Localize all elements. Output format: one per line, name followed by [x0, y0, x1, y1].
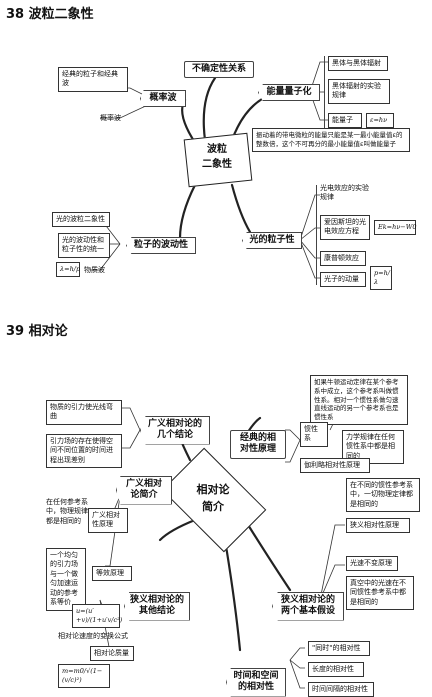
leaf-energy-quantum: 能量子 — [328, 113, 362, 129]
leaf-blackbody-law: 黑体辐射的实验规律 — [328, 79, 390, 104]
note-inertial-frame: 如果牛顿运动定律在某个参考系中成立，这个参考系叫做惯性系。相对一个惯性系做匀速直… — [310, 375, 408, 425]
topic-classical-relativity: 经典的相对性原理 — [230, 430, 286, 459]
leaf-wave-particle-duality: 光的波粒二象性 — [52, 212, 110, 228]
topic-light-particle: 光的粒子性 — [242, 232, 302, 250]
topic-particle-wave: 粒子的波动性 — [126, 237, 196, 255]
leaf-length-relativity: 长度的相对性 — [308, 662, 364, 678]
leaf-equivalence-principle: 等效原理 — [92, 566, 132, 582]
leaf-gravity-time-difference: 引力场的存在使得空间不同位置的时间进程出现差别 — [46, 434, 122, 469]
topic-general-relativity-conclusions: 广义相对论的几个结论 — [140, 416, 210, 445]
leaf-time-interval: 时间间隔的相对性 — [308, 682, 374, 697]
bracket-quantization — [324, 56, 325, 136]
section-title-38: 38 波粒二象性 — [6, 7, 94, 22]
leaf-blackbody: 黑体与黑体辐射 — [328, 56, 388, 72]
bracket-particle — [316, 185, 317, 285]
formula-velocity-transform: u=(u′+v)/(1+u′v/c²) — [72, 604, 122, 628]
leaf-general-relativity-principle: 广义相对性原理 — [88, 508, 128, 533]
leaf-photoelectric-law: 光电效应的实验规律 — [320, 184, 369, 202]
leaf-galilean-relativity: 伽利略相对性原理 — [300, 458, 370, 474]
topic-uncertainty: 不确定性关系 — [184, 61, 254, 79]
leaf-gravity-bends-light: 物质的引力使光线弯曲 — [46, 400, 122, 425]
formula-einstein: Ek=hν−W0 — [374, 220, 417, 235]
topic-special-relativity-postulates: 狭义相对论的两个基本假设 — [272, 592, 344, 621]
formula-matter-wave: λ=h/p — [56, 262, 80, 277]
formula-energy-quantum: ε=hν — [366, 113, 394, 128]
leaf-constant-light-speed: 光速不变原理 — [346, 556, 398, 572]
leaf-physics-laws-same: 在任何参考系中，物理规律都是相同的 — [46, 498, 88, 525]
topic-probability-wave: 概率波 — [140, 90, 186, 108]
topic-special-relativity-conclusions: 狭义相对论的其他结论 — [124, 592, 190, 621]
leaf-einstein-equation: 爱因斯坦的光电效应方程 — [320, 215, 370, 240]
leaf-matter-wave: 物质波 — [84, 266, 105, 274]
leaf-light-speed-same: 真空中的光速在不同惯性参考系中都是相同的 — [346, 576, 414, 611]
leaf-uniform-gravity-field: 一个均匀的引力场与一个做匀加速运动的参考系等价 — [46, 548, 86, 611]
formula-relativistic-mass: m=m0/√(1−(v/c)²) — [58, 664, 110, 688]
leaf-compton: 康普顿效应 — [320, 251, 366, 267]
section-title-39: 39 相对论 — [6, 324, 68, 339]
leaf-probability-wave: 概率波 — [100, 114, 121, 122]
leaf-all-laws-same: 在不同的惯性参考系中，一切物理定律都是相同的 — [346, 478, 420, 513]
topic-spacetime-relativity: 时间和空间的相对性 — [226, 668, 286, 697]
formula-photon-momentum: p=h/λ — [370, 266, 392, 290]
leaf-simultaneity: "同时"的相对性 — [308, 641, 370, 657]
leaf-photon-momentum: 光子的动量 — [320, 272, 366, 288]
leaf-classical-particle-wave: 经典的粒子和经典波 — [58, 67, 128, 92]
leaf-velocity-transform: 相对论速度的变换公式 — [58, 632, 128, 640]
topic-general-relativity-intro: 广义相对论简介 — [116, 476, 172, 505]
leaf-special-relativity-principle: 狭义相对性原理 — [346, 518, 410, 534]
topic-energy-quantization: 能量量子化 — [258, 84, 320, 102]
leaf-inertial-frame: 惯性系 — [300, 422, 328, 447]
note-energy-quantum: 振动着的带电微粒的能量只能是某一最小能量值ε的整数倍，这个不可再分的最小能量值ε… — [252, 128, 410, 152]
leaf-wave-particle-unity: 光的波动性和粒子性的统一 — [58, 233, 110, 258]
leaf-relativistic-mass: 相对论质量 — [90, 646, 134, 662]
hub-label-39: 相对论 简介 — [196, 483, 230, 513]
hub-label-38: 波粒 二象性 — [202, 144, 232, 170]
